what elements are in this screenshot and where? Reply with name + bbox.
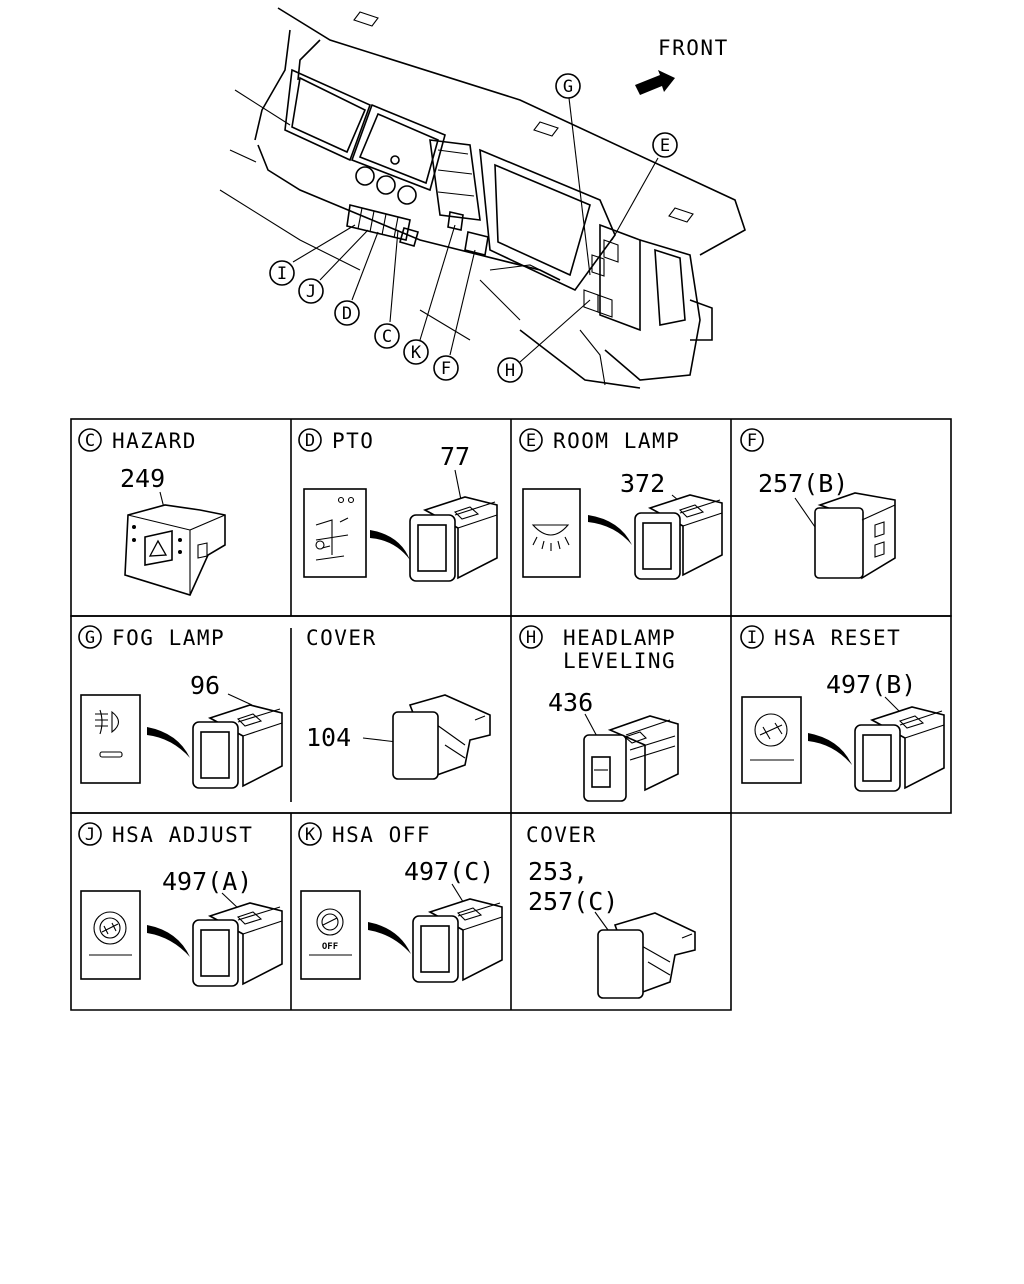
svg-text:E: E (660, 136, 670, 156)
callout-j: J (298, 278, 324, 304)
svg-text:436: 436 (548, 688, 593, 717)
pto-label-icon (303, 488, 367, 578)
svg-text:G: G (85, 628, 95, 648)
cell-fog-lamp: G FOG LAMP 96 (78, 625, 283, 789)
svg-text:F: F (747, 431, 757, 451)
hazard-switch-icon (124, 504, 226, 596)
hsa-reset-label-icon (741, 696, 802, 784)
fog-lamp-switch-icon (192, 704, 283, 789)
svg-text:C: C (382, 327, 392, 347)
svg-text:497(B): 497(B) (826, 670, 916, 699)
svg-text:PTO: PTO (332, 429, 374, 453)
svg-text:497(A): 497(A) (162, 867, 252, 896)
part-number: 249 (120, 464, 165, 493)
front-label: FRONT (658, 36, 729, 60)
svg-text:K: K (411, 343, 422, 363)
svg-text:HEADLAMP: HEADLAMP (563, 626, 676, 650)
cell-cover-253: COVER 253, 257(C) (526, 823, 696, 999)
parts-grid (70, 418, 952, 1011)
cell-hsa-off: K HSA OFF 497(C) OFF (298, 822, 503, 983)
hsa-off-switch-icon (412, 898, 503, 983)
svg-text:I: I (747, 628, 757, 648)
svg-text:HSA ADJUST: HSA ADJUST (112, 823, 253, 847)
svg-text:H: H (526, 628, 536, 648)
callout-k: K (403, 339, 429, 365)
cell-hsa-reset: I HSA RESET 497(B) (740, 625, 945, 792)
cover-253-icon (597, 912, 696, 999)
svg-text:FOG LAMP: FOG LAMP (112, 626, 225, 650)
cell-pto: D PTO 77 (298, 428, 498, 582)
svg-text:D: D (342, 304, 352, 324)
callout-g: G (555, 73, 581, 99)
svg-text:F: F (441, 359, 451, 379)
callout-i: I (269, 260, 295, 286)
svg-text:372: 372 (620, 469, 665, 498)
room-lamp-label-icon (522, 488, 581, 578)
svg-text:COVER: COVER (306, 626, 377, 650)
cover-104-icon (392, 694, 491, 780)
pto-switch-icon (409, 496, 498, 582)
cell-room-lamp: E ROOM LAMP 372 (519, 428, 723, 580)
svg-text:HSA RESET: HSA RESET (774, 626, 901, 650)
svg-text:COVER: COVER (526, 823, 597, 847)
hsa-adjust-label-icon (80, 890, 141, 980)
svg-text:J: J (306, 282, 316, 302)
svg-text:D: D (305, 431, 315, 451)
cell-f: F 257(B) (740, 428, 896, 580)
callout-f: F (433, 355, 459, 381)
svg-text:J: J (85, 825, 95, 845)
hsa-off-badge: OFF (322, 942, 338, 952)
cell-cover-104: COVER 104 (306, 626, 491, 780)
cell-hsa-adjust: J HSA ADJUST 497(A) (78, 822, 283, 987)
cover-257b-icon (814, 492, 896, 580)
room-lamp-switch-icon (634, 494, 723, 580)
callout-c: C (374, 323, 400, 349)
dashboard-overview: FRONT G E I J D C K F H (219, 7, 746, 389)
headlamp-leveling-switch-icon (583, 715, 679, 802)
cell-headlamp-leveling: H HEADLAMP LEVELING 436 (519, 625, 679, 802)
front-arrow-icon (635, 70, 675, 95)
callout-e: E (652, 132, 678, 158)
callout-d: D (334, 300, 360, 326)
svg-text:253,: 253, (528, 857, 588, 886)
cell-letter: C (85, 431, 95, 451)
svg-text:K: K (305, 825, 316, 845)
svg-text:HSA OFF: HSA OFF (332, 823, 431, 847)
svg-text:257(B): 257(B) (758, 469, 848, 498)
fog-lamp-label-icon (80, 694, 141, 784)
svg-text:G: G (563, 77, 573, 97)
callout-h: H (497, 357, 523, 383)
cell-title: HAZARD (112, 429, 197, 453)
svg-text:77: 77 (440, 442, 470, 471)
svg-text:257(C): 257(C) (528, 887, 618, 916)
svg-text:LEVELING: LEVELING (563, 649, 676, 673)
svg-text:96: 96 (190, 671, 220, 700)
cell-hazard: C HAZARD 249 (78, 428, 226, 596)
svg-text:497(C): 497(C) (404, 857, 494, 886)
svg-text:ROOM LAMP: ROOM LAMP (553, 429, 680, 453)
svg-text:I: I (277, 264, 287, 284)
hsa-adjust-switch-icon (192, 902, 283, 987)
hsa-off-label-icon: OFF (300, 890, 361, 980)
svg-text:H: H (505, 361, 515, 381)
hsa-reset-switch-icon (854, 706, 945, 792)
svg-text:E: E (526, 431, 536, 451)
svg-text:104: 104 (306, 723, 351, 752)
